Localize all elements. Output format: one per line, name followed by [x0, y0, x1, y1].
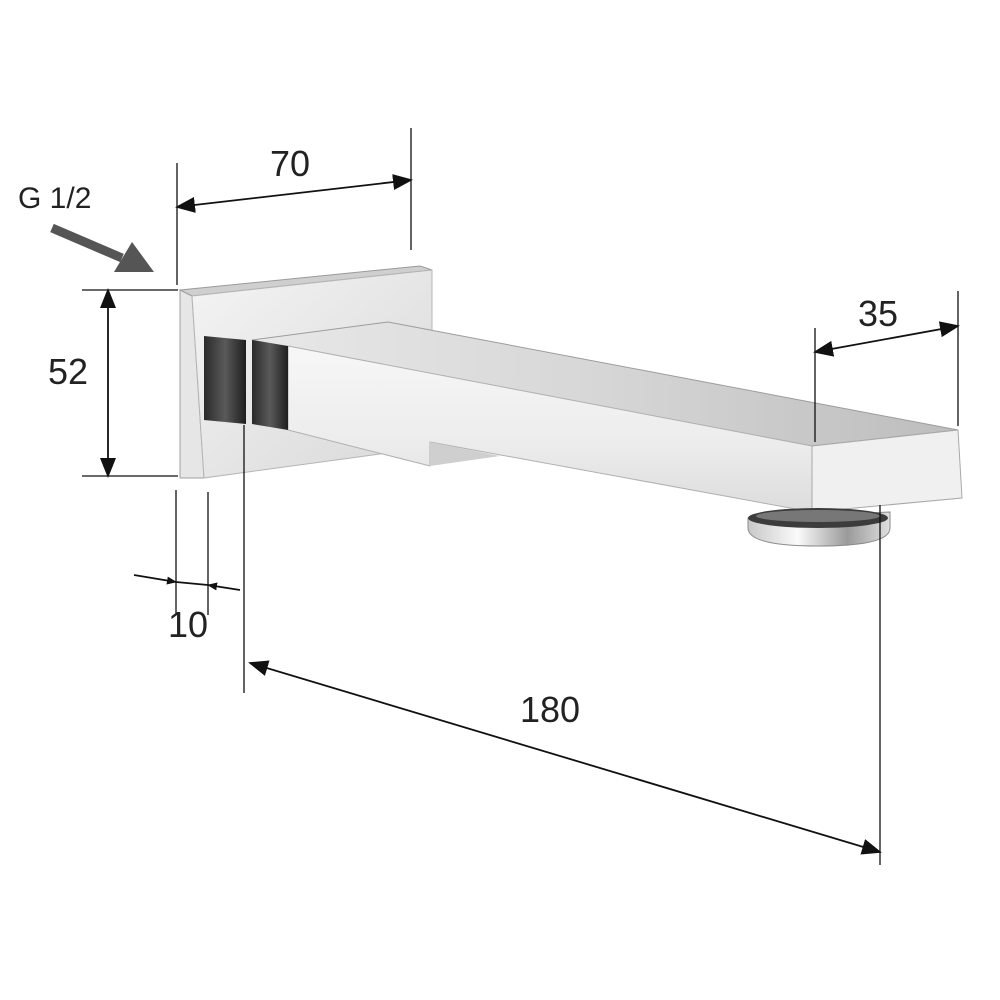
- dim-label-180: 180: [520, 689, 580, 730]
- dim-label-35: 35: [858, 293, 898, 334]
- dimension-plate-thickness: 10: [133, 490, 241, 645]
- thread-callout: G 1/2: [18, 182, 154, 272]
- dimension-plate-height: 52: [48, 288, 178, 478]
- spout-side-shadow: [252, 340, 288, 430]
- dimension-spout-tip: 35: [813, 291, 960, 442]
- wall-spout: [178, 265, 963, 547]
- spout-end-face: [811, 429, 963, 513]
- thread-label: G 1/2: [18, 182, 91, 215]
- aerator: [747, 508, 891, 547]
- dim-label-52: 52: [48, 351, 88, 392]
- dim-label-10: 10: [168, 604, 208, 645]
- thread-arrow-icon: [114, 242, 154, 272]
- dimension-outlet-offset: 70: [175, 128, 413, 285]
- dim-label-70: 70: [270, 143, 310, 184]
- dimension-spout-length: 180: [243, 425, 882, 865]
